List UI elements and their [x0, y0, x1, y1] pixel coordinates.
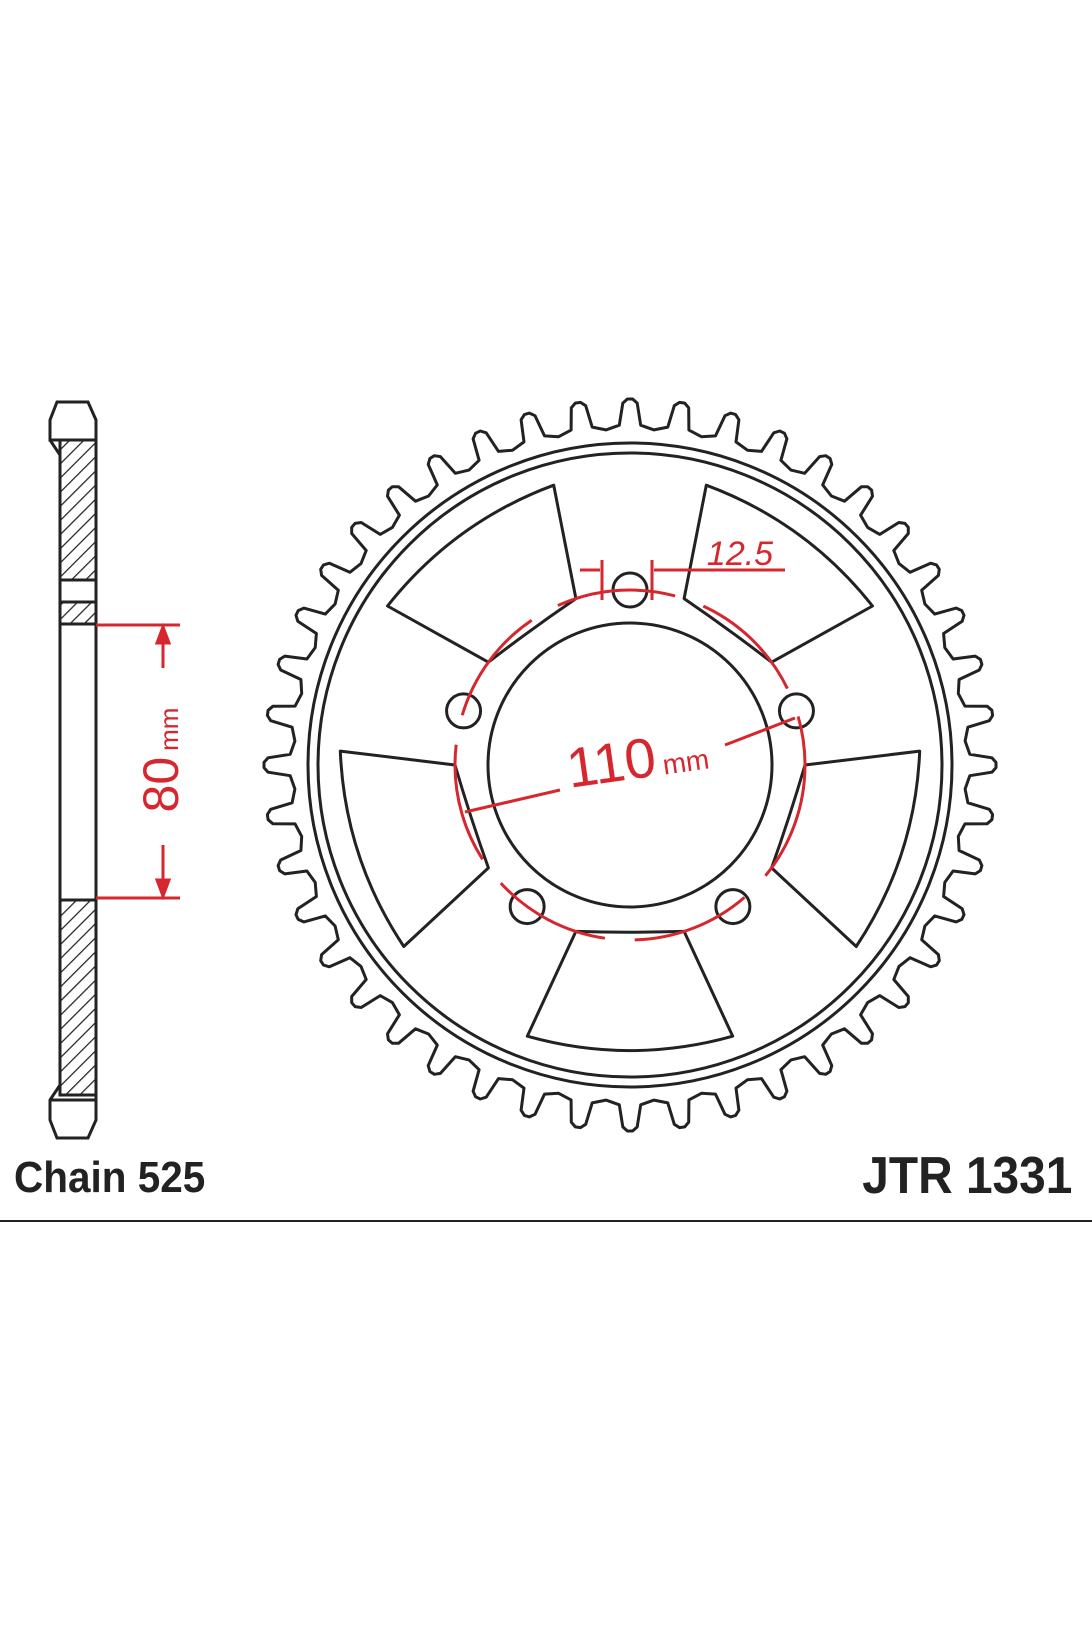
front-dimensions — [453, 560, 807, 942]
sprocket-ring-inner — [316, 451, 944, 1079]
bolt-hole-label: 12.5 — [707, 535, 773, 573]
bolt-circle-label: 110mm — [563, 718, 712, 800]
lightening-window — [386, 483, 578, 664]
bolt-hole — [777, 692, 815, 730]
divider-line — [0, 1220, 1092, 1222]
lightening-window — [682, 483, 874, 664]
front-view — [262, 397, 998, 1133]
bore-dimension — [96, 622, 180, 901]
chain-size-label: Chain 525 — [14, 1153, 206, 1202]
side-view — [48, 400, 98, 1140]
bore-dimension-label: 80mm — [133, 708, 189, 813]
part-number-label: JTR 1331 — [861, 1147, 1072, 1205]
lightening-window — [525, 929, 735, 1053]
bolt-hole — [445, 692, 483, 730]
bolt-circle-dim-line — [724, 716, 796, 747]
bolt-circle-dim-line — [464, 788, 561, 814]
bolt-hole — [508, 888, 546, 926]
sprocket-ring-outer — [306, 441, 954, 1089]
bolt-hole — [714, 888, 752, 926]
center-bore — [486, 621, 774, 909]
lightening-window — [770, 749, 922, 948]
bolt-circle-dashed — [453, 588, 807, 942]
sprocket-teeth-outline — [262, 397, 998, 1133]
lightening-window — [338, 749, 490, 948]
